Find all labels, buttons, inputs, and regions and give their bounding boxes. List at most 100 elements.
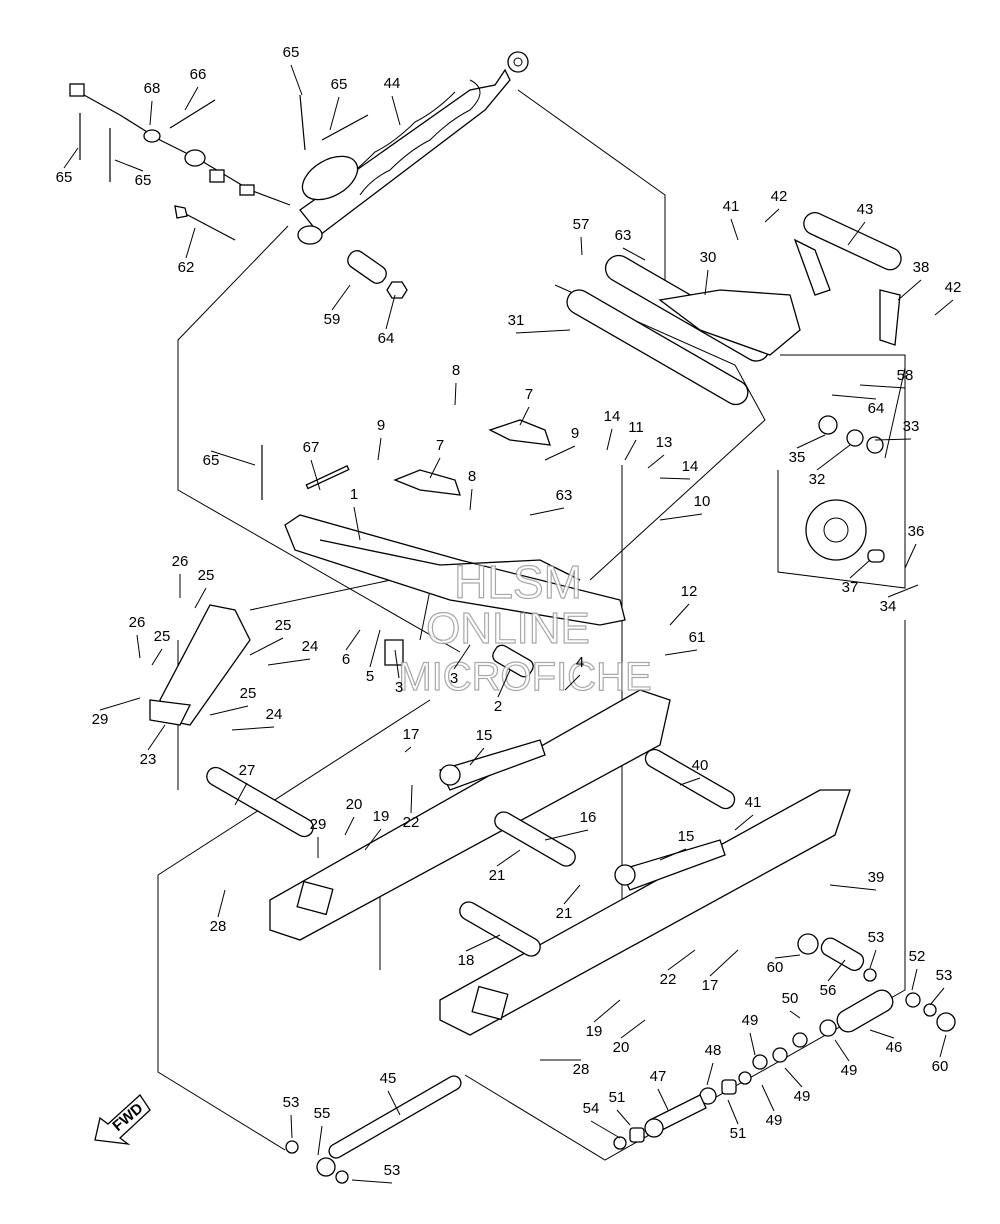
leader-line-p49a <box>749 1032 756 1056</box>
callout-p51b: 51 <box>730 1125 747 1142</box>
leader-line-p49b <box>834 1039 850 1062</box>
boundary-lines <box>157 89 906 1161</box>
leader-line-p45 <box>387 1090 401 1116</box>
fwd-arrow: FWD <box>94 1094 151 1145</box>
leader-line-p14a <box>606 428 613 451</box>
callout-p22a: 22 <box>403 814 420 831</box>
leader-line-p35 <box>796 434 826 449</box>
callout-p28b: 28 <box>573 1061 590 1078</box>
leader-line-p19b <box>593 999 621 1023</box>
shock-absorber <box>69 51 529 299</box>
leader-line-p67 <box>310 459 321 491</box>
callout-p46: 46 <box>886 1039 903 1056</box>
callout-p16: 16 <box>580 809 597 826</box>
leader-line-p42b <box>934 299 954 316</box>
callout-p24a: 24 <box>302 638 319 655</box>
callout-p6: 6 <box>342 651 350 668</box>
leader-line-p8b <box>469 488 473 511</box>
callout-p56: 56 <box>820 982 837 999</box>
callout-p33: 33 <box>903 418 920 435</box>
leader-line-p7a <box>519 406 530 426</box>
callout-p49a: 49 <box>742 1012 759 1029</box>
callout-p65e: 65 <box>203 452 220 469</box>
leader-line-p68 <box>149 100 153 126</box>
leader-line-p61 <box>664 649 698 656</box>
callout-p65a: 65 <box>283 44 300 61</box>
leader-line-p65e <box>210 450 256 466</box>
callout-p5: 5 <box>366 668 374 685</box>
leader-lines <box>63 64 954 1184</box>
callout-p38: 38 <box>913 259 930 276</box>
leader-line-p53b <box>929 987 945 1006</box>
callout-p63a: 63 <box>615 227 632 244</box>
callout-p25a: 25 <box>198 567 215 584</box>
front-arm <box>261 419 626 678</box>
leader-line-p60a <box>774 954 801 959</box>
leader-line-p64a <box>385 294 396 330</box>
slide-rails <box>206 689 851 1036</box>
leader-line-p3b <box>453 644 471 670</box>
callout-p15b: 15 <box>678 828 695 845</box>
callout-p14a: 14 <box>604 408 621 425</box>
callout-p19b: 19 <box>586 1023 603 1040</box>
leader-line-p65c <box>329 96 340 131</box>
callout-p9b: 9 <box>571 425 579 442</box>
leader-line-p25d <box>209 705 249 716</box>
callout-p25b: 25 <box>154 628 171 645</box>
leader-line-p55 <box>317 1125 323 1156</box>
callout-p57: 57 <box>573 216 590 233</box>
leader-line-p26b <box>136 634 141 659</box>
watermark-line-1: HLSM <box>454 556 582 608</box>
leader-line-p3a <box>394 649 400 679</box>
leader-line-p31 <box>515 329 571 334</box>
leader-line-p6 <box>345 629 361 651</box>
callout-p51a: 51 <box>609 1089 626 1106</box>
leader-line-p36 <box>904 543 917 569</box>
callout-p65d: 65 <box>135 172 152 189</box>
callout-p53b: 53 <box>936 967 953 984</box>
leader-line-p40 <box>679 777 701 786</box>
leader-line-p48 <box>706 1062 714 1086</box>
leader-line-p24a <box>267 658 311 666</box>
leader-line-p25a <box>194 587 207 609</box>
callout-p49c: 49 <box>794 1088 811 1105</box>
leader-line-p19a <box>364 828 382 851</box>
leader-line-p14b <box>659 477 691 480</box>
callout-p50: 50 <box>782 990 799 1007</box>
leader-line-p43 <box>847 221 866 246</box>
callout-p36: 36 <box>908 523 925 540</box>
leader-line-p54 <box>590 1120 621 1139</box>
leader-line-p44 <box>391 95 401 126</box>
callout-p4: 4 <box>576 654 584 671</box>
callout-p17a: 17 <box>403 726 420 743</box>
leader-line-p50 <box>789 1010 801 1019</box>
callout-p53c: 53 <box>283 1094 300 1111</box>
callout-p59: 59 <box>324 311 341 328</box>
leader-line-p51b <box>727 1099 739 1125</box>
callout-p47: 47 <box>650 1068 667 1085</box>
callout-p27: 27 <box>239 762 256 779</box>
callout-p7b: 7 <box>436 437 444 454</box>
leader-line-p4 <box>564 674 581 691</box>
callout-p55: 55 <box>314 1105 331 1122</box>
callout-p20b: 20 <box>613 1039 630 1056</box>
leader-line-p30 <box>704 269 709 296</box>
callout-p62: 62 <box>178 259 195 276</box>
leader-line-p38 <box>897 279 922 301</box>
callout-p24b: 24 <box>266 706 283 723</box>
callout-p12: 12 <box>681 583 698 600</box>
callout-p31: 31 <box>508 312 525 329</box>
leader-line-p29a <box>99 697 141 711</box>
leader-line-p11 <box>624 439 637 461</box>
callout-p2: 2 <box>494 698 502 715</box>
leader-line-p5 <box>369 629 381 668</box>
leader-line-p47 <box>657 1088 669 1111</box>
callout-p60a: 60 <box>767 959 784 976</box>
leader-line-p18 <box>465 934 501 952</box>
leader-line-p53d <box>351 1179 393 1184</box>
callout-p40: 40 <box>692 757 709 774</box>
callout-p53d: 53 <box>384 1162 401 1179</box>
callout-p32: 32 <box>809 471 826 488</box>
leader-line-p17a <box>404 746 412 753</box>
